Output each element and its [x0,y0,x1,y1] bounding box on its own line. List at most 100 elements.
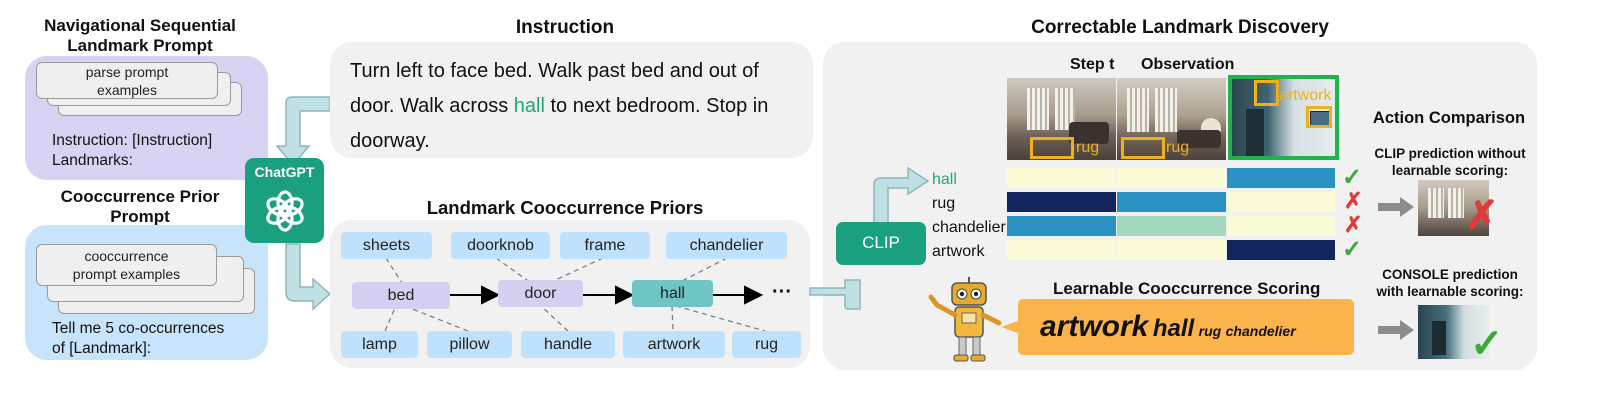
clip-label: CLIP [862,233,900,252]
console-caption-line2: with learnable scoring: [1376,284,1524,299]
instruction-highlight-hall: hall [513,95,545,117]
instruction-title: Instruction [515,17,615,38]
robot-icon [928,277,1002,362]
window-shape [1428,188,1444,218]
scoring-title: Learnable Cooccurrence Scoring [1053,279,1321,298]
landmark-label-chandelier: chandelier [932,219,1006,236]
cooccurrence-title-line2: Prompt [110,207,170,226]
observation-label: Observation [1141,56,1235,73]
score-word-artwork: artwork [1040,310,1149,343]
console-prediction-caption: CONSOLE prediction with learnable scorin… [1360,266,1540,300]
detection-box-rug-1 [1030,137,1074,159]
nav-card-line1: parse prompt [85,64,169,80]
speech-bubble [1001,299,1354,355]
clip-prediction-cross-icon: ✗ [1465,194,1499,238]
prior-top-node: doorknob [451,232,550,259]
landmark-label-artwork: artwork [932,243,985,260]
step-label: Step t [1070,56,1115,73]
gray-arrow-clip [1378,197,1414,217]
cooccurrence-prompt-title: Cooccurrence Prior Prompt [10,187,270,227]
heat-cell-hall-3 [1227,168,1335,188]
heat-cell-artwork-2 [1117,240,1226,260]
score-words: artwork hall rug chandelier [1040,310,1296,344]
clip-caption-line2: learnable scoring: [1391,163,1509,178]
clip-prediction-caption: CLIP prediction without learnable scorin… [1360,145,1540,179]
heat-cell-hall-1 [1007,168,1116,188]
chatgpt-logo-icon [266,190,304,232]
console-prediction-image [1418,305,1489,359]
check-mark-artwork: ✓ [1342,236,1363,263]
furniture-shape [1069,122,1109,144]
cross-mark-rug: ✗ [1344,188,1363,213]
clip-prediction-image [1418,180,1489,236]
heat-cell-chandelier-3 [1227,216,1335,236]
co-card-line1: cooccurrence [84,248,169,264]
cooccurrence-title-line1: Cooccurrence Prior [60,187,220,206]
prior-bottom-node: pillow [427,331,512,358]
observation-image-3 [1228,75,1339,160]
instruction-line1: Turn left to face bed. Walk past bed and… [350,60,759,82]
arrow-instruction-to-chatgpt [275,96,331,167]
instruction-panel [330,42,813,158]
clip-caption-line1: CLIP prediction without [1374,146,1526,161]
prior-bottom-node: handle [521,331,615,358]
prior-bottom-node: artwork [623,331,725,358]
nav-card-text: parse prompt examples [36,63,218,99]
heat-cell-rug-2 [1117,192,1226,212]
landmark-label-rug: rug [932,195,956,212]
instruction-line2-a: door. Walk across [350,95,514,117]
co-prompt-line1: Tell me 5 co-occurrences [52,320,225,337]
score-word-chandelier: chandelier [1225,323,1296,339]
heat-cell-rug-3 [1227,192,1335,212]
nav-prompt-title-line1: Navigational Sequential [44,16,236,35]
heat-cell-rug-1 [1007,192,1116,212]
observation-image-1 [1007,78,1116,160]
chatgpt-label: ChatGPT [254,164,315,180]
detection-box-artwork-2 [1306,106,1332,128]
heat-cell-chandelier-2 [1117,216,1226,236]
gray-arrow-console [1378,320,1414,340]
landmark-label-hall: hall [932,171,957,188]
instruction-text: Turn left to face bed. Walk past bed and… [350,54,768,159]
arrow-chatgpt-to-priors [285,243,332,311]
nav-card-front [36,62,218,99]
co-prompt-line2: of [Landmark]: [52,340,152,357]
detection-box-rug-2 [1121,137,1165,159]
score-word-rug: rug [1198,323,1222,339]
nav-prompt-text: Instruction: [Instruction] Landmarks: [52,131,212,171]
action-title: Action Comparison [1372,109,1526,127]
instruction-line3: doorway. [350,130,430,152]
detection-box-artwork-1 [1254,80,1279,106]
observation-image-2 [1117,78,1226,160]
nav-card-line2: examples [97,82,157,98]
score-word-hall: hall [1152,315,1195,342]
cross-mark-chandelier: ✗ [1344,212,1363,237]
nav-prompt-instruction: Instruction: [Instruction] [52,132,213,149]
instruction-line2-b: to next bedroom. Stop in [544,95,769,117]
instruction-line2: door. Walk across hall to next bedroom. … [350,89,768,124]
co-card-line2: prompt examples [72,266,181,282]
prior-top-node: frame [560,232,650,259]
window-shape [1027,88,1049,130]
clip-block [836,222,926,265]
window-shape [1155,88,1177,132]
co-card-front [36,244,217,286]
chain-node-bed: bed [352,282,450,309]
console-caption-line1: CONSOLE prediction [1382,267,1518,282]
furniture-shape [1177,130,1221,148]
prior-top-node: sheets [341,232,432,259]
window-shape [1127,88,1149,132]
prior-top-node: chandelier [666,232,787,259]
shelf-shape [1246,109,1264,156]
nav-prompt-title: Navigational Sequential Landmark Prompt [10,16,270,56]
window-shape [1055,88,1075,130]
lamp-shape [1201,118,1221,132]
window-shape [1448,188,1464,218]
chain-ellipsis: ··· [772,281,792,303]
co-prompt-text: Tell me 5 co-occurrences of [Landmark]: [52,319,224,359]
detection-label-rug-1: rug [1076,139,1100,156]
detection-label-artwork: artwork [1279,87,1332,104]
